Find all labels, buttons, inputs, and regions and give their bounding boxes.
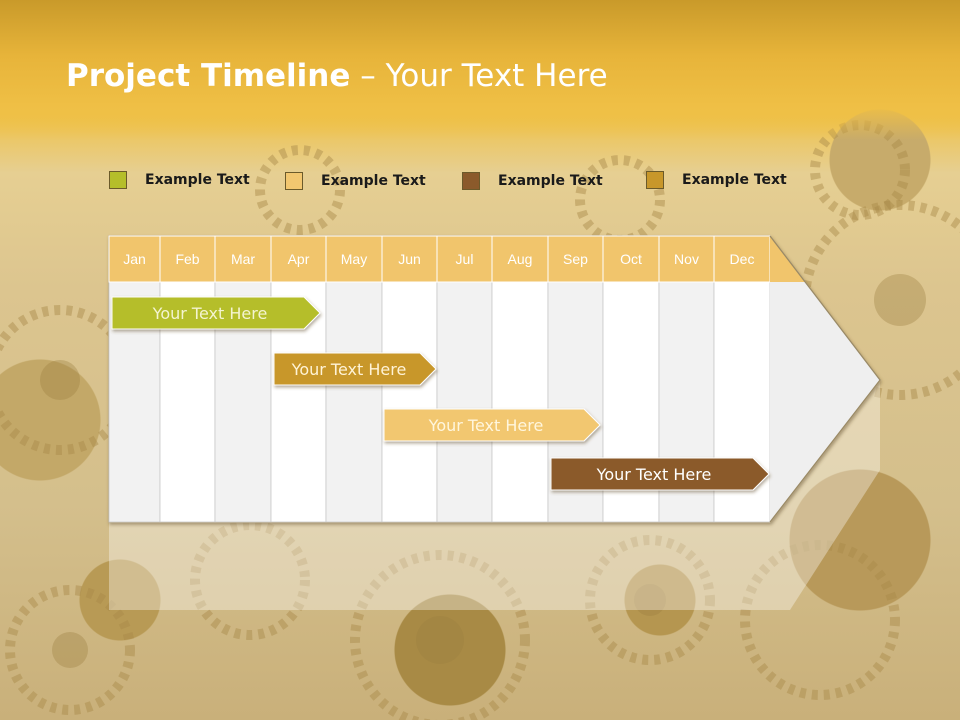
task-arrow-shape: [383, 408, 601, 442]
task-label: Your Text Here: [428, 416, 544, 435]
month-header-dec: [713, 235, 771, 283]
month-label-aug: Aug: [508, 251, 533, 267]
arrow-outline: [769, 235, 881, 523]
task-bar-1[interactable]: Your Text Here: [111, 296, 321, 330]
legend-swatch: [109, 171, 127, 189]
timeline-reflection: [109, 380, 880, 610]
legend-swatch: [462, 172, 480, 190]
month-header-jun: [381, 235, 438, 283]
legend-label: Example Text: [498, 173, 603, 189]
month-label-oct: Oct: [620, 251, 642, 267]
month-label-sep: Sep: [563, 251, 588, 267]
legend-item-3: Example Text: [462, 170, 603, 192]
legend-label: Example Text: [145, 172, 250, 188]
task-label: Your Text Here: [596, 465, 712, 484]
task-arrow-shape: [111, 296, 321, 330]
legend-swatch: [285, 172, 303, 190]
title-bold: Project Timeline: [66, 58, 351, 94]
month-label-jun: Jun: [398, 251, 421, 267]
task-arrow-shape: [550, 457, 770, 491]
month-label-nov: Nov: [674, 251, 699, 267]
month-label-jan: Jan: [123, 251, 146, 267]
month-label-dec: Dec: [730, 251, 755, 267]
task-label: Your Text Here: [152, 304, 268, 323]
legend-label: Example Text: [321, 173, 426, 189]
month-column-jul: [436, 281, 493, 523]
task-bar-3[interactable]: Your Text Here: [383, 408, 601, 442]
month-header-oct: [602, 235, 660, 283]
slide-title: Project Timeline – Your Text Here: [66, 58, 608, 94]
legend-label: Example Text: [682, 172, 787, 188]
month-column-may: [325, 281, 383, 523]
month-header-aug: [491, 235, 549, 283]
legend-item-1: Example Text: [109, 169, 250, 191]
task-bar-2[interactable]: Your Text Here: [273, 352, 437, 386]
month-header-apr: [270, 235, 327, 283]
month-header-mar: [214, 235, 272, 283]
task-bar-4[interactable]: Your Text Here: [550, 457, 770, 491]
legend-swatch: [646, 171, 664, 189]
arrow-tip: [770, 282, 880, 522]
month-header-nov: [658, 235, 715, 283]
task-arrow-shape: [273, 352, 437, 386]
month-header-feb: [159, 235, 216, 283]
month-header-may: [325, 235, 383, 283]
task-label: Your Text Here: [291, 360, 407, 379]
month-column-aug: [491, 281, 549, 523]
legend-item-4: Example Text: [646, 169, 787, 191]
header-band: [0, 0, 960, 140]
legend-item-2: Example Text: [285, 170, 426, 192]
month-label-jul: Jul: [456, 251, 474, 267]
title-rest: – Your Text Here: [350, 58, 608, 94]
month-label-apr: Apr: [288, 251, 310, 267]
month-header-sep: [547, 235, 604, 283]
month-label-mar: Mar: [231, 251, 255, 267]
month-label-feb: Feb: [175, 251, 199, 267]
month-column-jun: [381, 281, 438, 523]
month-label-may: May: [341, 251, 367, 267]
